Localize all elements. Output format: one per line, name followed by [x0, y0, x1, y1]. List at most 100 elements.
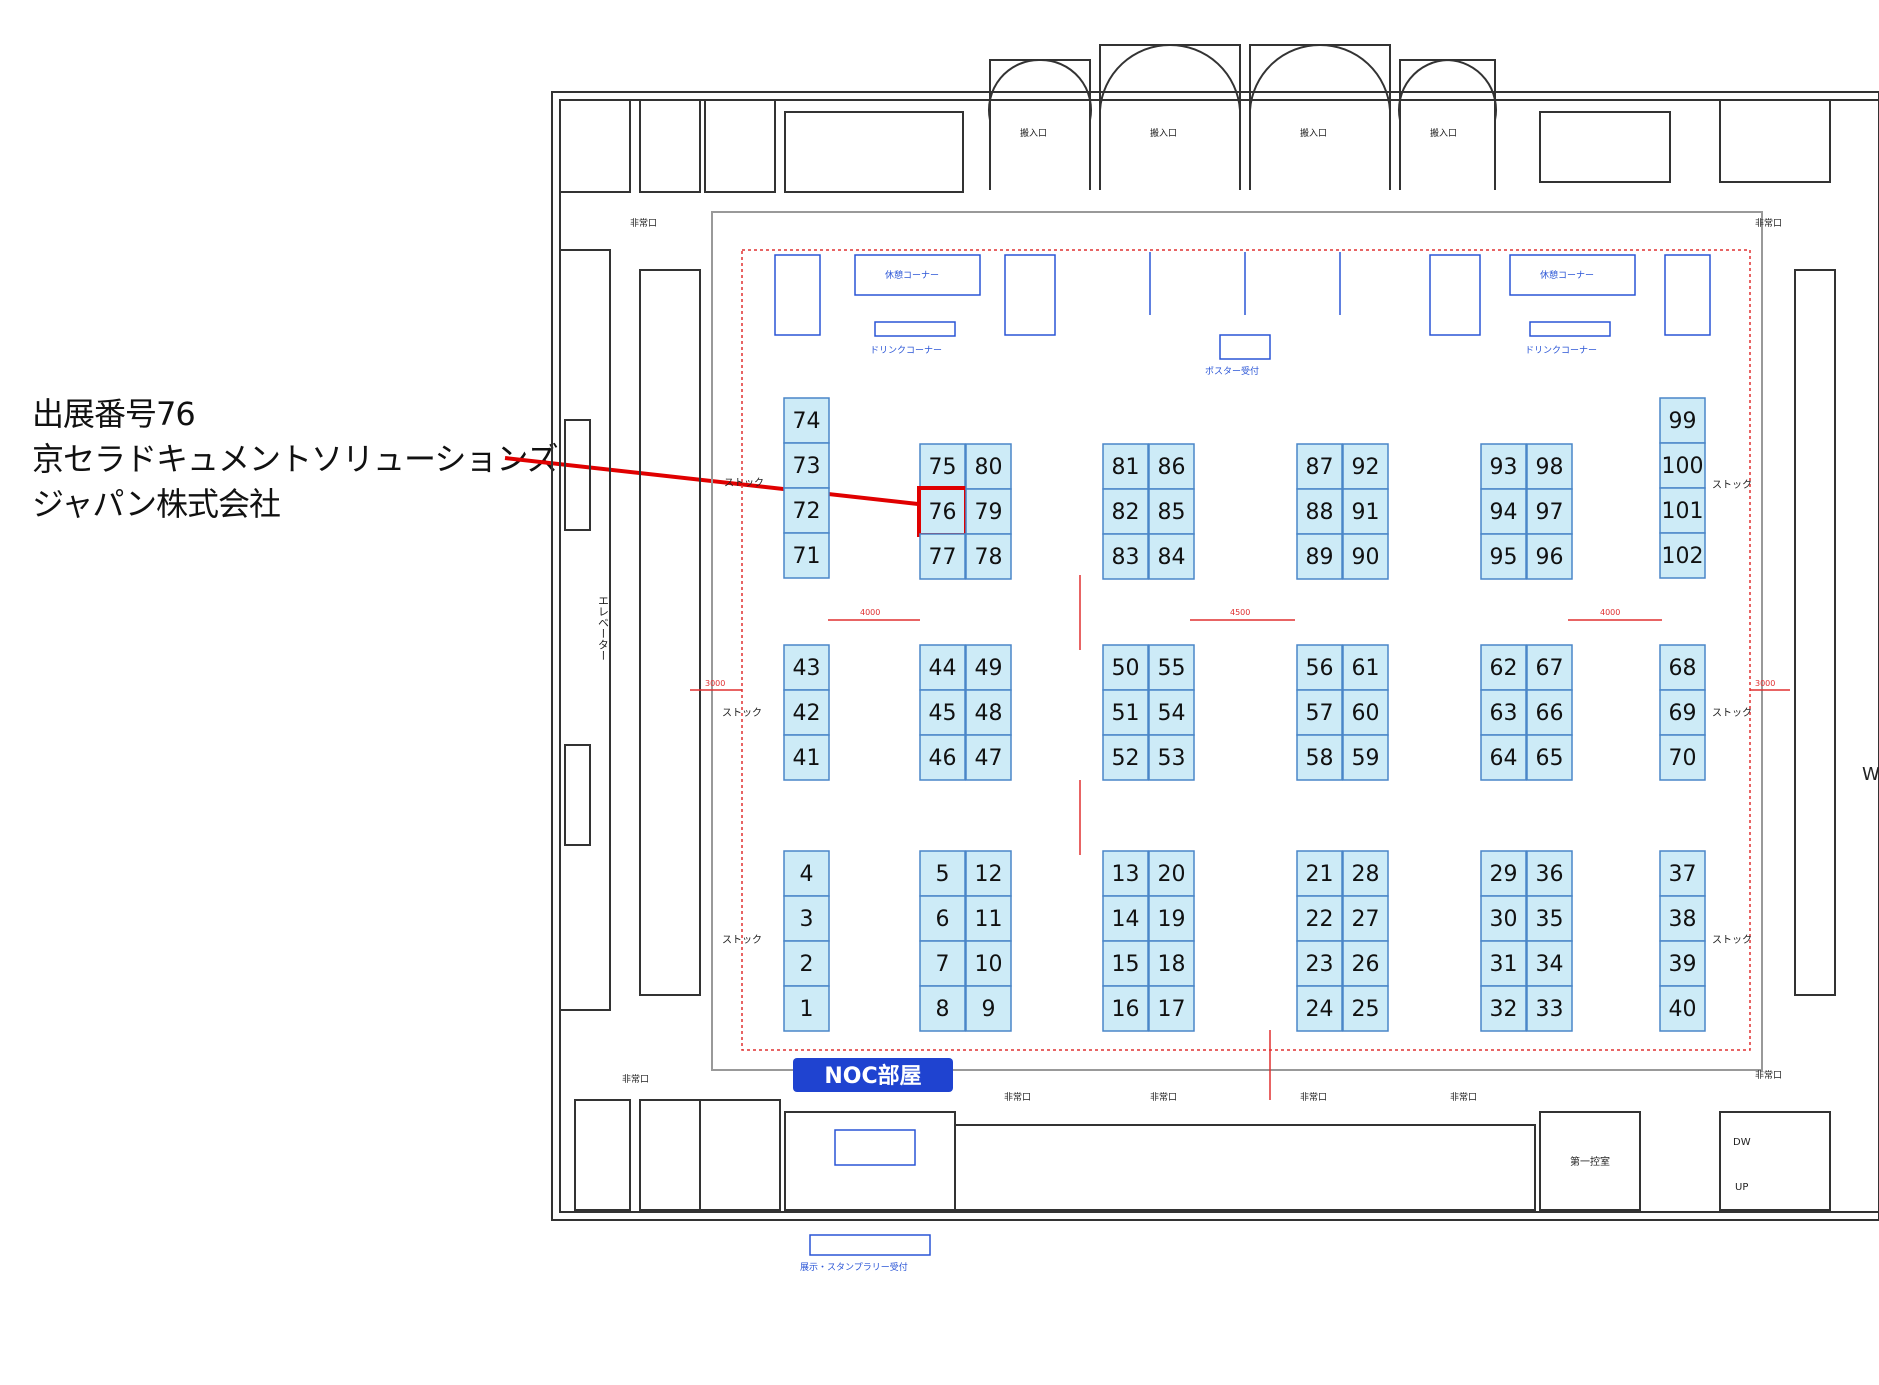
- booth-29[interactable]: [1480, 850, 1527, 897]
- booth-28[interactable]: [1342, 850, 1389, 897]
- booth-number-43: 43: [793, 656, 821, 681]
- booth-52[interactable]: [1102, 734, 1149, 781]
- booth-59[interactable]: [1342, 734, 1389, 781]
- booth-number-4: 4: [800, 862, 814, 887]
- booth-number-1: 1: [800, 997, 814, 1022]
- booth-7[interactable]: [919, 940, 966, 987]
- booth-50[interactable]: [1102, 644, 1149, 691]
- booth-43[interactable]: [783, 644, 830, 691]
- booth-64[interactable]: [1480, 734, 1527, 781]
- booth-62[interactable]: [1480, 644, 1527, 691]
- booth-9[interactable]: [965, 985, 1012, 1032]
- booth-70[interactable]: [1659, 734, 1706, 781]
- booth-41[interactable]: [783, 734, 830, 781]
- booth-47[interactable]: [965, 734, 1012, 781]
- booth-5[interactable]: [919, 850, 966, 897]
- booth-26[interactable]: [1342, 940, 1389, 987]
- booth-87[interactable]: [1296, 443, 1343, 490]
- booth-71[interactable]: [783, 532, 830, 579]
- booth-90[interactable]: [1342, 533, 1389, 580]
- booth-6[interactable]: [919, 895, 966, 942]
- booth-18[interactable]: [1148, 940, 1195, 987]
- booth-77[interactable]: [919, 533, 966, 580]
- booth-8[interactable]: [919, 985, 966, 1032]
- booth-20[interactable]: [1148, 850, 1195, 897]
- booth-65[interactable]: [1526, 734, 1573, 781]
- booth-17[interactable]: [1148, 985, 1195, 1032]
- booth-number-27: 27: [1352, 907, 1380, 932]
- booth-54[interactable]: [1148, 689, 1195, 736]
- booth-53[interactable]: [1148, 734, 1195, 781]
- booth-69[interactable]: [1659, 689, 1706, 736]
- booth-40[interactable]: [1659, 985, 1706, 1032]
- booth-46[interactable]: [919, 734, 966, 781]
- booth-number-98: 98: [1536, 455, 1564, 480]
- booth-11[interactable]: [965, 895, 1012, 942]
- booth-78[interactable]: [965, 533, 1012, 580]
- booth-24[interactable]: [1296, 985, 1343, 1032]
- booth-102[interactable]: [1659, 532, 1706, 579]
- booth-13[interactable]: [1102, 850, 1149, 897]
- booth-35[interactable]: [1526, 895, 1573, 942]
- booth-84[interactable]: [1148, 533, 1195, 580]
- booth-72[interactable]: [783, 487, 830, 534]
- booth-95[interactable]: [1480, 533, 1527, 580]
- booth-88[interactable]: [1296, 488, 1343, 535]
- booth-number-11: 11: [975, 907, 1003, 932]
- booth-3[interactable]: [783, 895, 830, 942]
- booth-97[interactable]: [1526, 488, 1573, 535]
- booth-94[interactable]: [1480, 488, 1527, 535]
- booth-51[interactable]: [1102, 689, 1149, 736]
- booth-16[interactable]: [1102, 985, 1149, 1032]
- booth-19[interactable]: [1148, 895, 1195, 942]
- booth-33[interactable]: [1526, 985, 1573, 1032]
- booth-63[interactable]: [1480, 689, 1527, 736]
- booth-number-21: 21: [1306, 862, 1334, 887]
- booth-101[interactable]: [1659, 487, 1706, 534]
- booth-30[interactable]: [1480, 895, 1527, 942]
- booth-83[interactable]: [1102, 533, 1149, 580]
- booth-66[interactable]: [1526, 689, 1573, 736]
- booth-number-85: 85: [1158, 500, 1186, 525]
- booth-99[interactable]: [1659, 397, 1706, 444]
- booth-92[interactable]: [1342, 443, 1389, 490]
- booth-98[interactable]: [1526, 443, 1573, 490]
- booth-32[interactable]: [1480, 985, 1527, 1032]
- booth-79[interactable]: [965, 488, 1012, 535]
- booth-36[interactable]: [1526, 850, 1573, 897]
- booth-49[interactable]: [965, 644, 1012, 691]
- booth-number-89: 89: [1306, 545, 1334, 570]
- booth-21[interactable]: [1296, 850, 1343, 897]
- booth-89[interactable]: [1296, 533, 1343, 580]
- emergency-exit-label-bl: 非常口: [622, 1073, 649, 1085]
- booth-60[interactable]: [1342, 689, 1389, 736]
- booth-number-79: 79: [975, 500, 1003, 525]
- drink-corner-label-right: ドリンクコーナー: [1525, 345, 1597, 356]
- booth-91[interactable]: [1342, 488, 1389, 535]
- booth-number-68: 68: [1669, 656, 1697, 681]
- booth-42[interactable]: [783, 689, 830, 736]
- booth-15[interactable]: [1102, 940, 1149, 987]
- booth-44[interactable]: [919, 644, 966, 691]
- booth-75[interactable]: [919, 443, 966, 490]
- booth-2[interactable]: [783, 940, 830, 987]
- booth-4[interactable]: [783, 850, 830, 897]
- booth-61[interactable]: [1342, 644, 1389, 691]
- booth-34[interactable]: [1526, 940, 1573, 987]
- booth-number-63: 63: [1490, 701, 1518, 726]
- booth-55[interactable]: [1148, 644, 1195, 691]
- booth-23[interactable]: [1296, 940, 1343, 987]
- booth-80[interactable]: [965, 443, 1012, 490]
- booth-number-37: 37: [1669, 862, 1697, 887]
- booth-number-75: 75: [929, 455, 957, 480]
- booth-96[interactable]: [1526, 533, 1573, 580]
- booth-58[interactable]: [1296, 734, 1343, 781]
- entrance-doors: [988, 43, 1497, 190]
- booth-1[interactable]: [783, 985, 830, 1032]
- booth-12[interactable]: [965, 850, 1012, 897]
- booth-25[interactable]: [1342, 985, 1389, 1032]
- booth-number-78: 78: [975, 545, 1003, 570]
- booth-74[interactable]: [783, 397, 830, 444]
- dim-label-3: 4000: [1600, 608, 1620, 617]
- booth-27[interactable]: [1342, 895, 1389, 942]
